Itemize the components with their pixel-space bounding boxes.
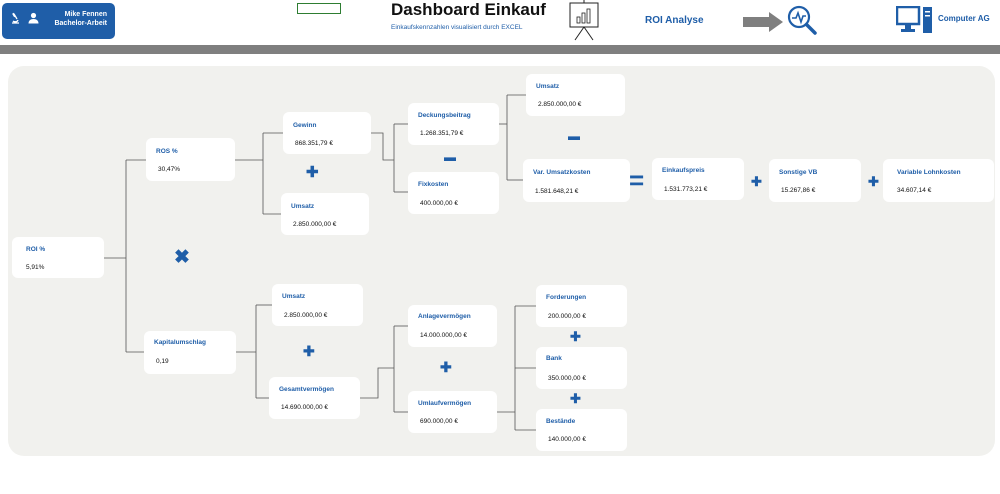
- multiply-icon: ✖: [174, 247, 190, 268]
- minus-icon: ▬: [568, 129, 580, 143]
- plus-icon: ✚: [868, 174, 879, 189]
- computer-icon: [895, 5, 934, 39]
- node-deckungsbeitrag[interactable]: Deckungsbeitrag 1.268.351,79 €: [408, 103, 499, 145]
- user-icon: [28, 12, 39, 27]
- minus-icon: ▬: [444, 150, 456, 164]
- node-umsatz-db[interactable]: Umsatz 2.850.000,00 €: [526, 74, 625, 116]
- node-anlagevermoegen[interactable]: Anlagevermögen 14.000.000,00 €: [408, 305, 497, 347]
- plus-icon: ✚: [570, 391, 581, 406]
- page-subtitle: Einkaufskennzahlen visualisiert durch EX…: [391, 24, 523, 31]
- node-ros[interactable]: ROS % 30,47%: [146, 138, 235, 181]
- equals-icon: =: [629, 165, 645, 195]
- roi-tree-panel: [8, 66, 995, 456]
- plus-icon: ✚: [306, 164, 319, 181]
- header-divider: [0, 45, 1000, 54]
- node-gewinn[interactable]: Gewinn 868.351,79 €: [283, 112, 371, 154]
- author-name: Mike Fennen Bachelor-Arbeit: [54, 11, 107, 27]
- plus-icon: ✚: [751, 174, 762, 189]
- node-umlaufvermoegen[interactable]: Umlaufvermögen 690.000,00 €: [408, 391, 497, 433]
- node-sonstige-vb[interactable]: Sonstige VB 15.267,86 €: [769, 159, 861, 202]
- node-variable-lohnkosten[interactable]: Variable Lohnkosten 34.607,14 €: [883, 159, 994, 202]
- company-name: Computer AG: [938, 14, 990, 23]
- node-bestaende[interactable]: Bestände 140.000,00 €: [536, 409, 627, 451]
- presentation-board-icon: [567, 0, 601, 47]
- arrow-right-icon: [743, 12, 783, 37]
- plus-icon: ✚: [570, 329, 581, 344]
- microscope-icon: [10, 12, 21, 27]
- node-einkaufspreis[interactable]: Einkaufspreis 1.531.773,21 €: [652, 158, 744, 200]
- node-fixkosten[interactable]: Fixkosten 400.000,00 €: [408, 172, 499, 214]
- node-bank[interactable]: Bank 350.000,00 €: [536, 347, 627, 389]
- node-kapitalumschlag[interactable]: Kapitalumschlag 0,19: [144, 331, 236, 374]
- node-var-umsatzkosten[interactable]: Var. Umsatzkosten 1.581.648,21 €: [523, 159, 630, 202]
- node-umsatz-ku[interactable]: Umsatz 2.850.000,00 €: [272, 284, 363, 326]
- node-gesamtvermoegen[interactable]: Gesamtvermögen 14.690.000,00 €: [269, 377, 360, 419]
- plus-icon: ✚: [303, 343, 315, 359]
- node-umsatz-ros[interactable]: Umsatz 2.850.000,00 €: [281, 193, 369, 235]
- search-analytics-icon[interactable]: [786, 4, 818, 41]
- author-badge[interactable]: Mike Fennen Bachelor-Arbeit: [2, 3, 115, 39]
- plus-icon: ✚: [440, 359, 452, 375]
- placeholder-shape: [297, 3, 341, 14]
- node-roi[interactable]: ROI % 5,91%: [12, 237, 104, 278]
- roi-analyse-link[interactable]: ROI Analyse: [645, 15, 704, 26]
- page-title: Dashboard Einkauf: [391, 0, 546, 19]
- node-forderungen[interactable]: Forderungen 200.000,00 €: [536, 285, 627, 327]
